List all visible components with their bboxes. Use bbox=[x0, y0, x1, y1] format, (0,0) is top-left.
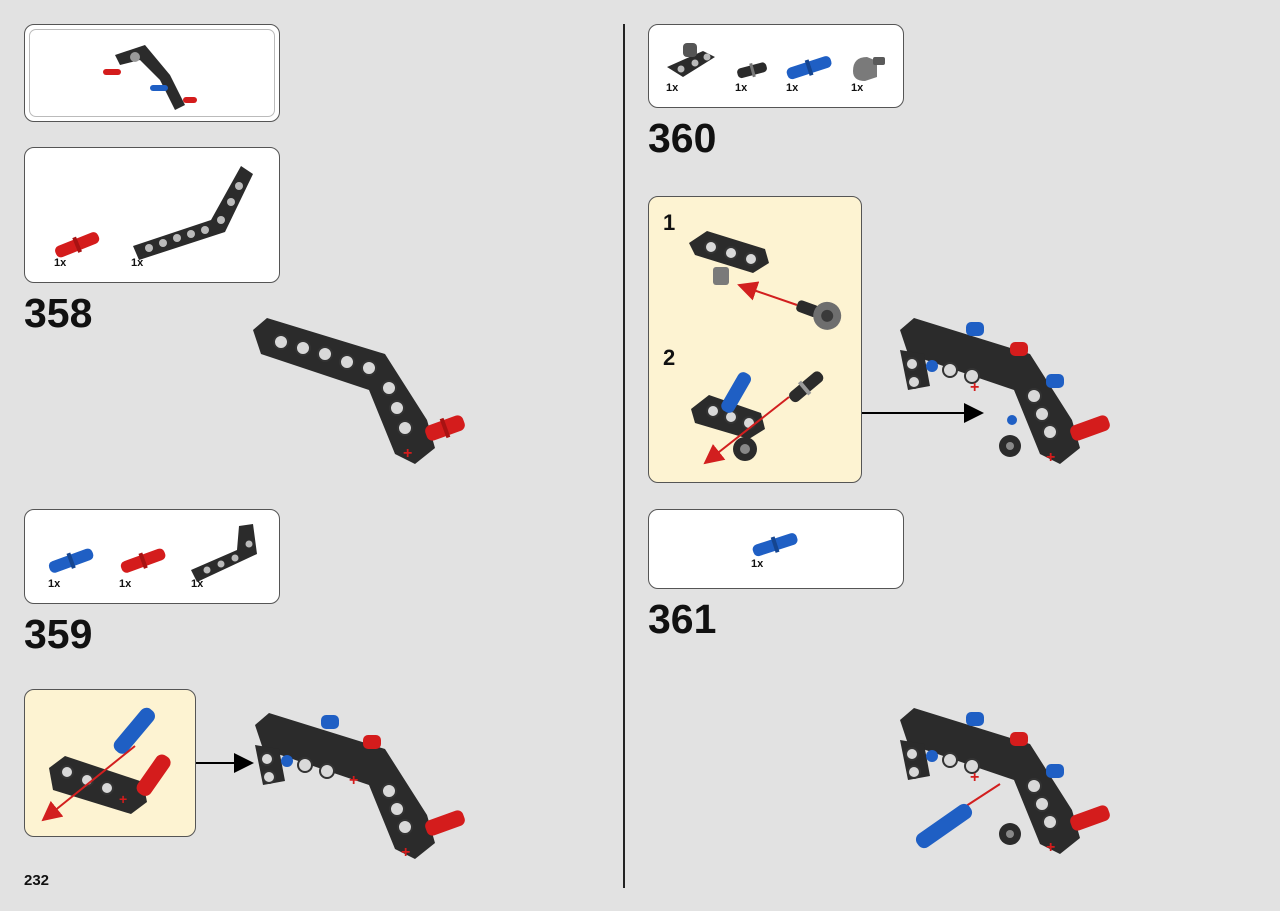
step-358-parts-box: 1x 1x bbox=[24, 147, 280, 283]
svg-text:+: + bbox=[1046, 449, 1055, 466]
svg-text:+: + bbox=[349, 772, 358, 789]
part-qty: 1x bbox=[666, 82, 679, 94]
blue-pin-icon bbox=[786, 56, 832, 80]
part-qty: 1x bbox=[48, 578, 61, 590]
red-pin-icon bbox=[55, 232, 100, 258]
svg-text:+: + bbox=[401, 844, 410, 861]
step-number-361: 361 bbox=[648, 596, 717, 642]
part-qty: 1x bbox=[131, 257, 144, 269]
arrow-icon bbox=[196, 753, 254, 773]
black-beam-with-axle-icon bbox=[667, 43, 715, 77]
part-qty: 1x bbox=[851, 82, 864, 94]
gray-axle-pin-icon bbox=[853, 57, 885, 81]
part-qty: 1x bbox=[786, 82, 799, 94]
blue-pin-icon bbox=[752, 533, 798, 557]
step-359-assembly-illustration: + + bbox=[255, 713, 465, 861]
step-358-assembly-illustration: + bbox=[253, 318, 465, 464]
arrow-icon bbox=[862, 403, 984, 423]
submodel-preview-icon bbox=[103, 45, 197, 110]
step-359-callout: + bbox=[24, 689, 196, 837]
step-360-assembly-illustration: + + bbox=[900, 318, 1110, 466]
step-360-callout: 1 2 bbox=[648, 196, 862, 483]
substep-1-illustration bbox=[689, 231, 842, 330]
step-360-parts-box: 1x 1x 1x 1x bbox=[648, 24, 904, 108]
black-angled-beam-icon bbox=[191, 524, 257, 582]
svg-text:+: + bbox=[1046, 839, 1055, 856]
step-361-parts-box: 1x bbox=[648, 509, 904, 589]
step-number-359: 359 bbox=[24, 611, 93, 657]
blue-pin-icon bbox=[48, 548, 94, 573]
page-number: 232 bbox=[24, 872, 50, 889]
callout-subassembly-illustration: + bbox=[41, 707, 171, 822]
step-359-parts-box: 1x 1x 1x bbox=[24, 509, 280, 604]
svg-text:+: + bbox=[970, 769, 979, 786]
black-pin-icon bbox=[737, 62, 767, 79]
part-qty: 1x bbox=[735, 82, 748, 94]
part-qty: 1x bbox=[54, 257, 67, 269]
page-divider bbox=[623, 24, 625, 888]
step-number-360: 360 bbox=[648, 115, 717, 161]
svg-text:+: + bbox=[119, 791, 127, 807]
substep-2-illustration bbox=[691, 371, 824, 465]
part-qty: 1x bbox=[751, 558, 764, 570]
substep-number-1: 1 bbox=[663, 210, 676, 235]
black-angled-beam-icon bbox=[133, 166, 253, 260]
red-pin-icon bbox=[120, 548, 166, 573]
part-qty: 1x bbox=[191, 578, 204, 590]
step-361-assembly-illustration: + + bbox=[900, 708, 1110, 856]
part-qty: 1x bbox=[119, 578, 132, 590]
substep-number-2: 2 bbox=[663, 345, 676, 370]
svg-text:+: + bbox=[970, 379, 979, 396]
submodel-preview-box bbox=[24, 24, 280, 122]
svg-text:+: + bbox=[403, 445, 412, 462]
step-number-358: 358 bbox=[24, 290, 93, 336]
